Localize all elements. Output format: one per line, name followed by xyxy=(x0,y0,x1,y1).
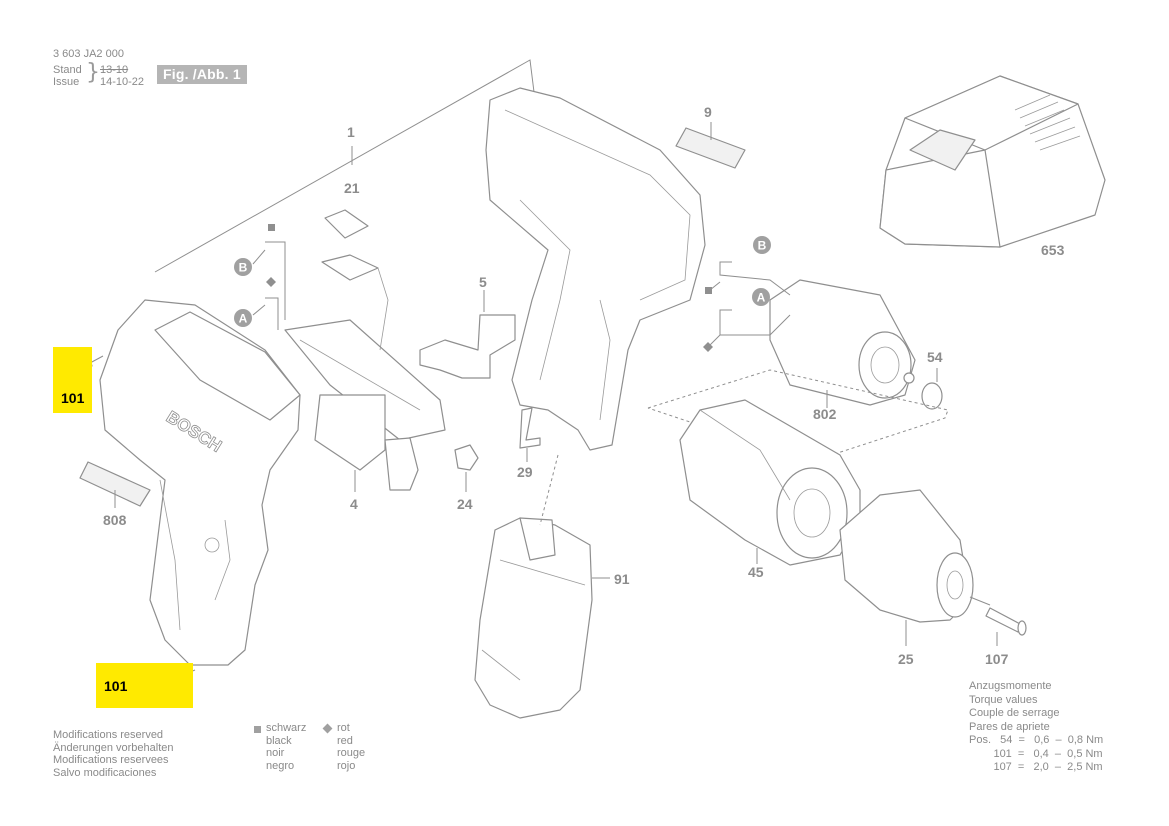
torque-title: Torque values xyxy=(969,693,1038,706)
part-label-5: 5 xyxy=(479,274,487,290)
legend-red-item: rot xyxy=(337,722,350,734)
switch-wires xyxy=(252,241,286,330)
o-ring-54 xyxy=(921,382,943,410)
legend-red-item: red xyxy=(337,734,353,747)
chuck-25 xyxy=(839,489,991,623)
spring-29 xyxy=(519,407,541,449)
torque-row: 107 = 2,0 – 2,5 Nm xyxy=(969,761,1103,773)
legend-black-item: negro xyxy=(266,759,295,772)
screw-107 xyxy=(985,607,1027,636)
highlight-label-101-top: 101 xyxy=(53,347,92,413)
stand-label: Stand xyxy=(53,64,82,76)
part-label-802: 802 xyxy=(813,406,837,422)
highlight-label-101-bottom: 101 xyxy=(96,663,193,708)
modifications-line: Änderungen vorbehalten xyxy=(53,741,174,754)
document-number: 3 603 JA2 000 xyxy=(53,48,124,60)
red-marker-icon xyxy=(703,342,713,352)
motor-wires xyxy=(709,261,791,346)
modifications-line: Salvo modificaciones xyxy=(53,766,157,779)
part-label-21: 21 xyxy=(344,180,360,196)
part-label-107: 107 xyxy=(985,651,1009,667)
legend-black-item: black xyxy=(266,734,292,747)
torque-row: 101 = 0,4 – 0,5 Nm xyxy=(969,747,1103,760)
legend-red-item: rouge xyxy=(337,747,366,759)
part-label-45: 45 xyxy=(748,564,764,580)
modifications-notice: Modifications reserved Änderungen vorbeh… xyxy=(53,729,173,779)
legend-black-item: schwarz xyxy=(266,722,307,734)
brace-icon: } xyxy=(86,60,100,85)
part-label-91: 91 xyxy=(614,571,630,587)
torque-title: Anzugsmomente xyxy=(969,680,1052,692)
legend-black-item: noir xyxy=(266,747,285,759)
label-plate-808 xyxy=(79,461,151,507)
direction-slider-5 xyxy=(419,314,516,379)
black-marker-icon xyxy=(705,287,712,294)
svg-text:B: B xyxy=(758,239,767,253)
black-square-icon xyxy=(254,726,261,733)
part-label-9: 9 xyxy=(704,104,712,120)
figure-label: Fig. /Abb. 1 xyxy=(157,65,247,84)
torque-title: Couple de serrage xyxy=(969,707,1060,719)
rating-plate-9 xyxy=(675,127,746,169)
part-label-25: 25 xyxy=(898,651,914,667)
legend-red-item: rojo xyxy=(337,759,356,772)
part-label-29: 29 xyxy=(517,464,533,480)
housing-left-half: BOSCH xyxy=(99,299,301,666)
wire-marker-b-switch: B xyxy=(234,258,252,276)
modifications-line: Modifications reservees xyxy=(53,754,169,766)
legend-red-column: rot red rouge rojo xyxy=(337,722,365,772)
black-marker-icon xyxy=(268,224,275,231)
torque-title: Pares de apriete xyxy=(969,720,1050,733)
motor-802 xyxy=(769,279,916,406)
assembly-bracket-1 xyxy=(154,59,536,273)
battery-pack-91 xyxy=(474,517,593,719)
part-label-54: 54 xyxy=(927,349,943,365)
part-label-4: 4 xyxy=(350,496,358,512)
charger-653 xyxy=(879,75,1106,248)
part-label-24: 24 xyxy=(457,496,473,512)
part-label-808: 808 xyxy=(103,512,127,528)
part-label-1: 1 xyxy=(347,124,355,140)
clip-24 xyxy=(454,444,479,471)
stand-value: 13-10 xyxy=(100,64,129,76)
modifications-line: Modifications reserved xyxy=(53,729,164,741)
torque-row: Pos. 54 = 0,6 – 0,8 Nm xyxy=(969,734,1104,746)
issue-value: 14-10-22 xyxy=(100,76,145,88)
wire-marker-b-motor: B xyxy=(753,236,771,254)
legend-black-column: schwarz black noir negro xyxy=(266,722,306,772)
svg-text:A: A xyxy=(757,291,766,305)
part-label-653: 653 xyxy=(1041,242,1065,258)
torque-table: Anzugsmomente Torque values Couple de se… xyxy=(969,680,1103,775)
switch-assembly-4 xyxy=(284,319,446,491)
svg-text:A: A xyxy=(239,312,248,326)
assembly-dash-box xyxy=(647,369,949,463)
contact-plate-21 xyxy=(321,209,389,351)
gearbox-45 xyxy=(679,399,861,566)
red-marker-icon xyxy=(266,277,276,287)
wire-marker-a-switch: A xyxy=(234,309,252,327)
housing-shell xyxy=(485,87,706,451)
svg-text:B: B xyxy=(239,261,248,275)
wire-marker-a-motor: A xyxy=(752,288,770,306)
issue-label: Issue xyxy=(53,76,80,88)
